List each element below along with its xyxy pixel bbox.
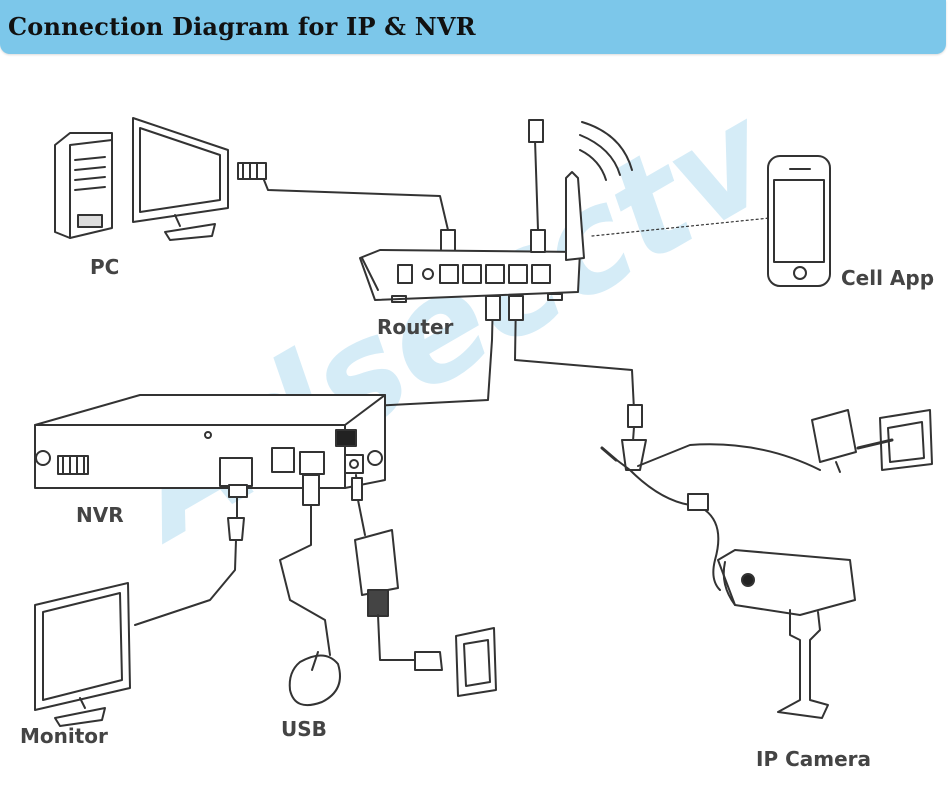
power-adapter-icon xyxy=(354,529,399,617)
ip-camera-icon xyxy=(717,549,856,719)
nvr-label: NVR xyxy=(76,503,124,527)
usb-cable xyxy=(279,474,331,656)
pc-cable xyxy=(261,174,449,231)
pc-monitor-icon xyxy=(132,117,229,241)
nvr-monitor-cable xyxy=(134,489,238,626)
pc-label: PC xyxy=(90,255,120,279)
router-camera-cable xyxy=(514,295,635,411)
camera-power-outlet-icon xyxy=(879,409,933,471)
usb-label: USB xyxy=(281,717,327,741)
camera-power-adapter-icon xyxy=(811,409,857,473)
page-title: Connection Diagram for IP & NVR xyxy=(8,12,476,41)
monitor-icon xyxy=(34,582,131,727)
usb-mouse-icon xyxy=(288,651,341,706)
cell-phone-icon xyxy=(767,155,831,287)
title-banner: Connection Diagram for IP & NVR xyxy=(0,0,946,54)
wireless-link xyxy=(591,217,771,237)
router-label: Router xyxy=(377,315,454,339)
cell-app-label: Cell App xyxy=(841,266,935,290)
pc-tower-icon xyxy=(54,132,113,239)
ip-camera-label: IP Camera xyxy=(756,747,871,771)
monitor-label: Monitor xyxy=(20,724,108,748)
router-icon xyxy=(359,171,585,303)
nvr-icon xyxy=(34,394,386,489)
power-outlet-icon xyxy=(455,627,497,697)
wifi-signal-icon xyxy=(579,121,633,181)
